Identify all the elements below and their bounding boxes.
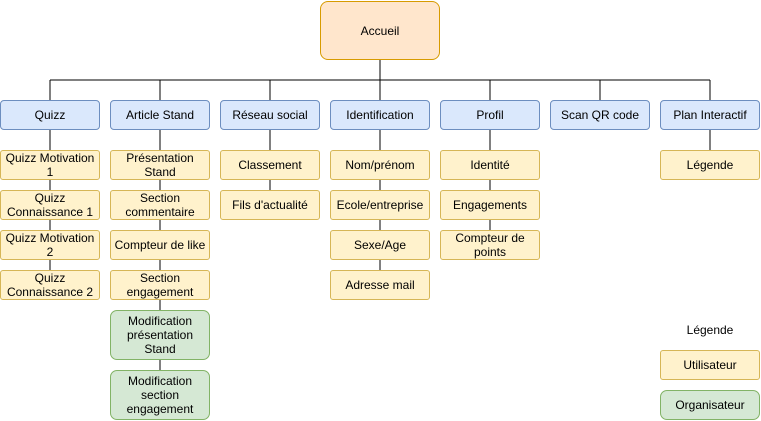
quizz-child: Quizz Motivation 2 [0,230,100,260]
quizz-child: Quizz Connaissance 1 [0,190,100,220]
category-scan-qr-code: Scan QR code [550,100,650,130]
article-stand-child: Compteur de like [110,230,210,260]
plan-interactif-child: Légende [660,150,760,180]
identification-child: Nom/prénom [330,150,430,180]
category-profil: Profil [440,100,540,130]
legend-user: Utilisateur [660,350,760,380]
category-plan-interactif: Plan Interactif [660,100,760,130]
article-stand-child: Présentation Stand [110,150,210,180]
category-article-stand: Article Stand [110,100,210,130]
article-stand-organizer-child: Modification présentation Stand [110,310,210,360]
reseau-social-child: Fils d'actualité [220,190,320,220]
root-node: Accueil [320,1,440,60]
category-identification: Identification [330,100,430,130]
category-reseau-social: Réseau social [220,100,320,130]
identification-child: Adresse mail [330,270,430,300]
identification-child: Ecole/entreprise [330,190,430,220]
quizz-child: Quizz Motivation 1 [0,150,100,180]
profil-child: Compteur de points [440,230,540,260]
legend-title: Légende [686,323,734,337]
article-stand-child: Section commentaire [110,190,210,220]
category-quizz: Quizz [0,100,100,130]
article-stand-child: Section engagement [110,270,210,300]
identification-child: Sexe/Age [330,230,430,260]
reseau-social-child: Classement [220,150,320,180]
quizz-child: Quizz Connaissance 2 [0,270,100,300]
article-stand-organizer-child: Modification section engagement [110,370,210,420]
profil-child: Identité [440,150,540,180]
legend-organizer: Organisateur [660,390,760,420]
profil-child: Engagements [440,190,540,220]
